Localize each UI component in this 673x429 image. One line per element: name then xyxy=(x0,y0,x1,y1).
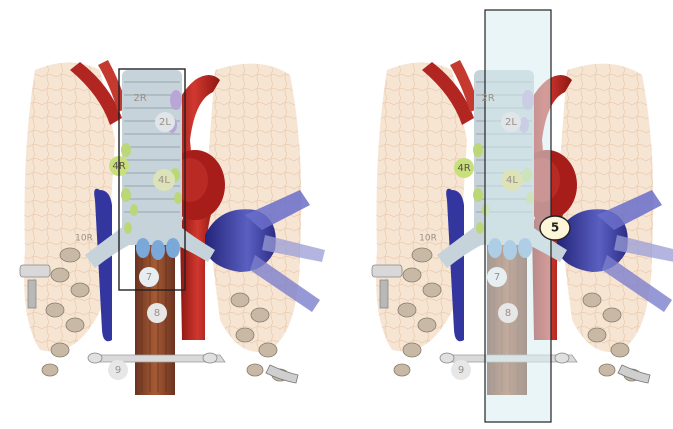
label-7: 7 xyxy=(494,272,500,283)
label-2L: 2L xyxy=(159,117,171,128)
highlight-outline xyxy=(118,68,186,291)
label-7: 7 xyxy=(146,272,152,283)
label-10R: 10R xyxy=(75,234,93,244)
label-5: 5 xyxy=(551,221,559,235)
node-badge-7 xyxy=(139,267,159,287)
label-2L: 2L xyxy=(505,117,517,128)
label-9: 9 xyxy=(115,365,121,376)
right-panel: 2R 2L 4R 4L 10R 7 8 9 5 xyxy=(371,9,673,423)
label-10R: 10R xyxy=(419,234,437,244)
label-8: 8 xyxy=(154,308,160,319)
node-badge-8 xyxy=(498,303,518,323)
node-badge-2L xyxy=(501,112,521,132)
label-2R: 2R xyxy=(133,93,146,104)
highlight-band xyxy=(484,9,552,423)
node-badge-4L xyxy=(153,169,175,191)
node-badge-8 xyxy=(147,303,167,323)
node-badge-5 xyxy=(539,215,571,241)
label-4L: 4L xyxy=(158,175,170,186)
left-panel: 2R 2L 4R 4L 10R 7 8 9 xyxy=(19,59,326,396)
node-badge-7 xyxy=(487,267,507,287)
label-4R: 4R xyxy=(457,163,470,174)
node-badge-9 xyxy=(451,360,471,380)
node-badge-4R xyxy=(454,158,474,178)
label-9: 9 xyxy=(458,365,464,376)
node-badge-9 xyxy=(108,360,128,380)
node-badge-4L xyxy=(501,169,523,191)
label-8: 8 xyxy=(505,308,511,319)
node-badge-2L xyxy=(155,112,175,132)
label-4L: 4L xyxy=(506,175,518,186)
label-2R: 2R xyxy=(481,93,494,104)
